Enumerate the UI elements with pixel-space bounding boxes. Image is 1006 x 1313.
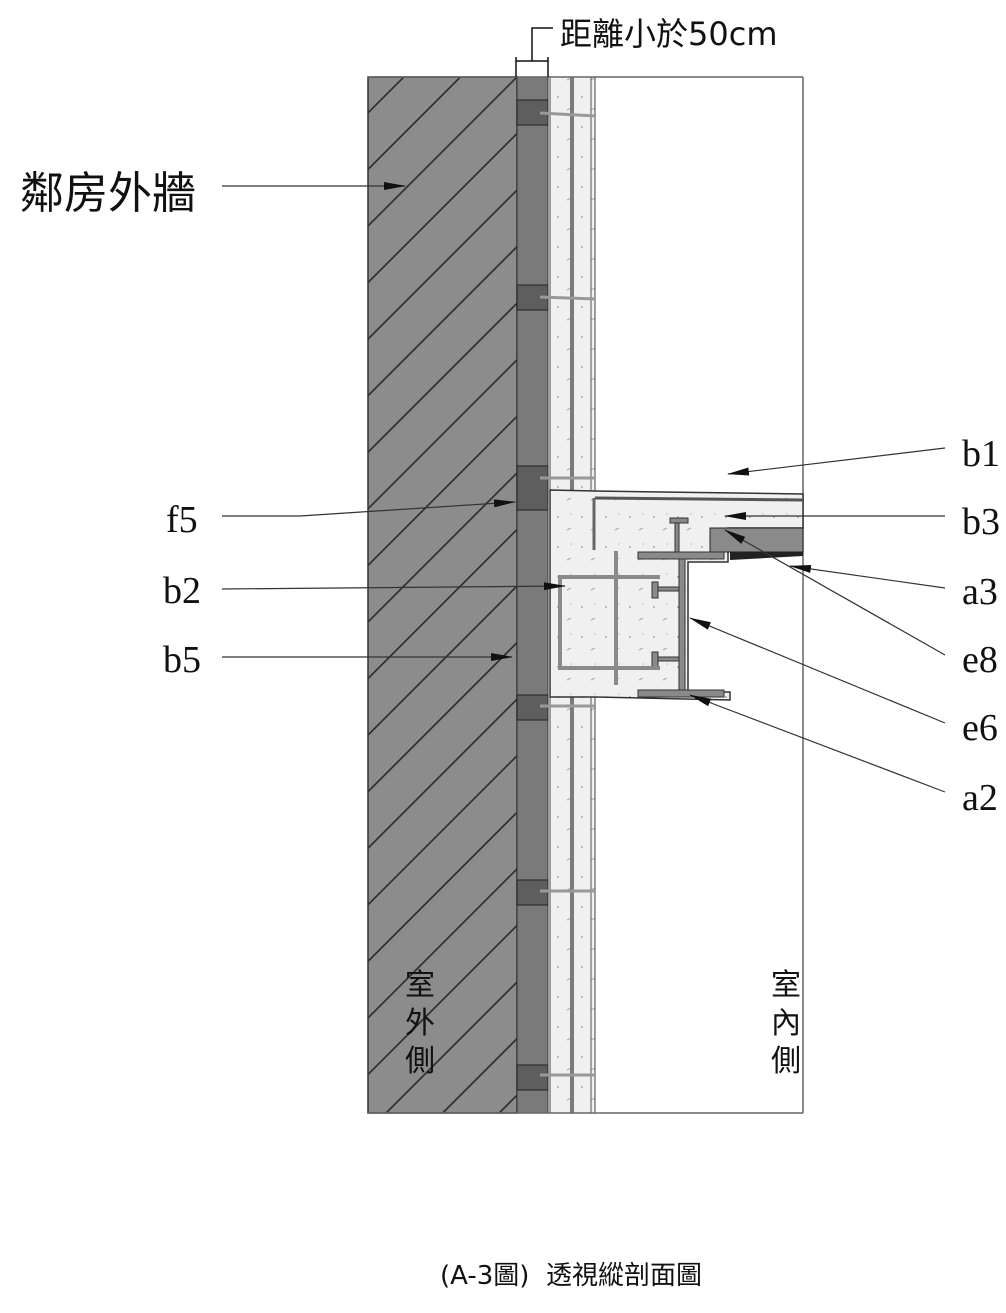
indoor-side-label: 室 內 側 [771, 968, 801, 1079]
svg-text:側: 側 [405, 1044, 435, 1079]
steel-beam [637, 517, 725, 698]
label-b1: b1 [962, 433, 1000, 475]
svg-text:內: 內 [771, 1006, 801, 1041]
svg-text:室: 室 [771, 968, 801, 1003]
label-b2: b2 [163, 570, 201, 612]
svg-text:外: 外 [405, 1006, 435, 1041]
label-e6: e6 [962, 707, 998, 749]
svg-text:室: 室 [405, 968, 435, 1003]
gap-layer [516, 76, 549, 1114]
label-a3: a3 [962, 571, 998, 613]
figure-caption: (A-3圖) 透視縱剖面圖 [440, 1261, 702, 1291]
dimension-marker [515, 27, 553, 77]
anchor-blocks [516, 99, 597, 1091]
label-b5: b5 [163, 639, 201, 681]
outdoor-side-label: 室 外 側 [405, 968, 435, 1079]
label-a2: a2 [962, 777, 998, 819]
dimension-note: 距離小於50cm [560, 15, 778, 53]
svg-text:側: 側 [771, 1044, 801, 1079]
slab-beam [549, 489, 804, 701]
label-b3: b3 [962, 501, 1000, 543]
label-f5: f5 [166, 499, 198, 541]
neighbor-wall [367, 76, 518, 1114]
label-e8: e8 [962, 639, 998, 681]
wall-label: 鄰房外牆 [20, 168, 196, 219]
